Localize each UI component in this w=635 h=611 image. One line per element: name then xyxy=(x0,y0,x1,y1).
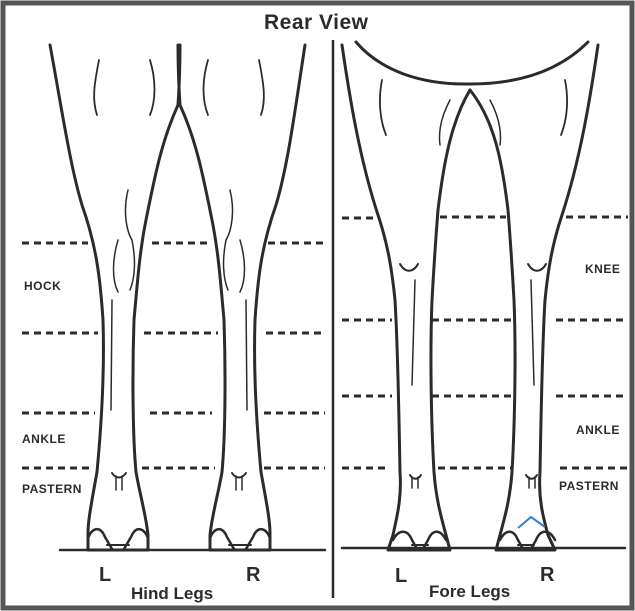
fore-legs-caption: Fore Legs xyxy=(429,582,510,602)
injury-mark xyxy=(518,517,545,528)
hind-legs-drawing xyxy=(50,45,325,550)
hind-zone-pastern: PASTERN xyxy=(22,482,82,496)
hind-left-label: L xyxy=(99,564,111,587)
fore-zone-knee: KNEE xyxy=(585,262,620,276)
hind-guide-lines xyxy=(22,243,325,468)
fore-legs-drawing xyxy=(342,42,625,550)
hind-left-leg-outline xyxy=(50,45,180,550)
hind-legs-caption: Hind Legs xyxy=(131,584,213,604)
fore-zone-pastern: PASTERN xyxy=(559,479,619,493)
fore-right-label: R xyxy=(540,564,554,587)
hind-zone-hock: HOCK xyxy=(24,279,61,293)
fore-right-leg-outline xyxy=(470,45,598,550)
fore-left-label: L xyxy=(395,565,407,588)
fore-left-leg-outline xyxy=(342,45,470,550)
hind-zone-ankle: ANKLE xyxy=(22,432,66,446)
fore-zone-ankle: ANKLE xyxy=(576,423,620,437)
diagram-frame xyxy=(3,3,632,608)
fore-chest-outline xyxy=(356,42,588,84)
diagram-title: Rear View xyxy=(264,11,369,35)
hind-right-leg-outline xyxy=(178,45,305,550)
hind-right-label: R xyxy=(246,564,260,587)
